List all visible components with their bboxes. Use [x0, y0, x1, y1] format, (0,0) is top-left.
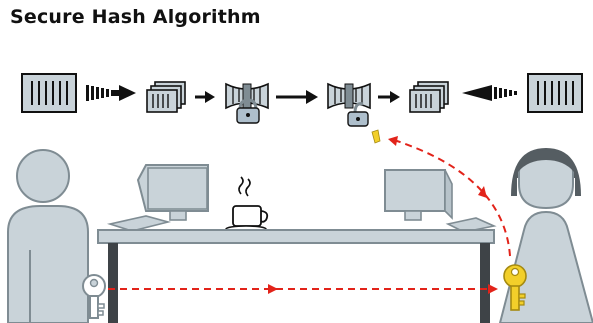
person-icon [7, 149, 89, 323]
computer-monitor-icon [136, 164, 209, 221]
coffee-cup-icon [225, 176, 269, 233]
compress-arrow-icon [86, 85, 136, 101]
forward-arrow-icon [276, 90, 318, 104]
output-document-icon [527, 73, 583, 113]
source-document-icon [21, 73, 77, 113]
gold-key-icon [503, 264, 527, 311]
document-stack-icon [409, 81, 449, 113]
key-transfer-arrow [108, 284, 498, 294]
expand-arrow-icon [462, 85, 517, 101]
document-stack-icon [146, 81, 186, 113]
forward-arrow-icon [378, 91, 400, 103]
computer-monitor-icon [384, 169, 453, 221]
unlocked-bundle-icon [327, 82, 371, 127]
page-title: Secure Hash Algorithm [10, 6, 261, 28]
broken-key-icon [371, 129, 381, 144]
forward-arrow-icon [195, 91, 215, 103]
keyboard-icon [106, 215, 172, 232]
locked-bundle-icon [225, 82, 269, 124]
white-key-icon [82, 274, 106, 319]
desk [97, 229, 495, 323]
key-return-arrow [388, 136, 511, 257]
